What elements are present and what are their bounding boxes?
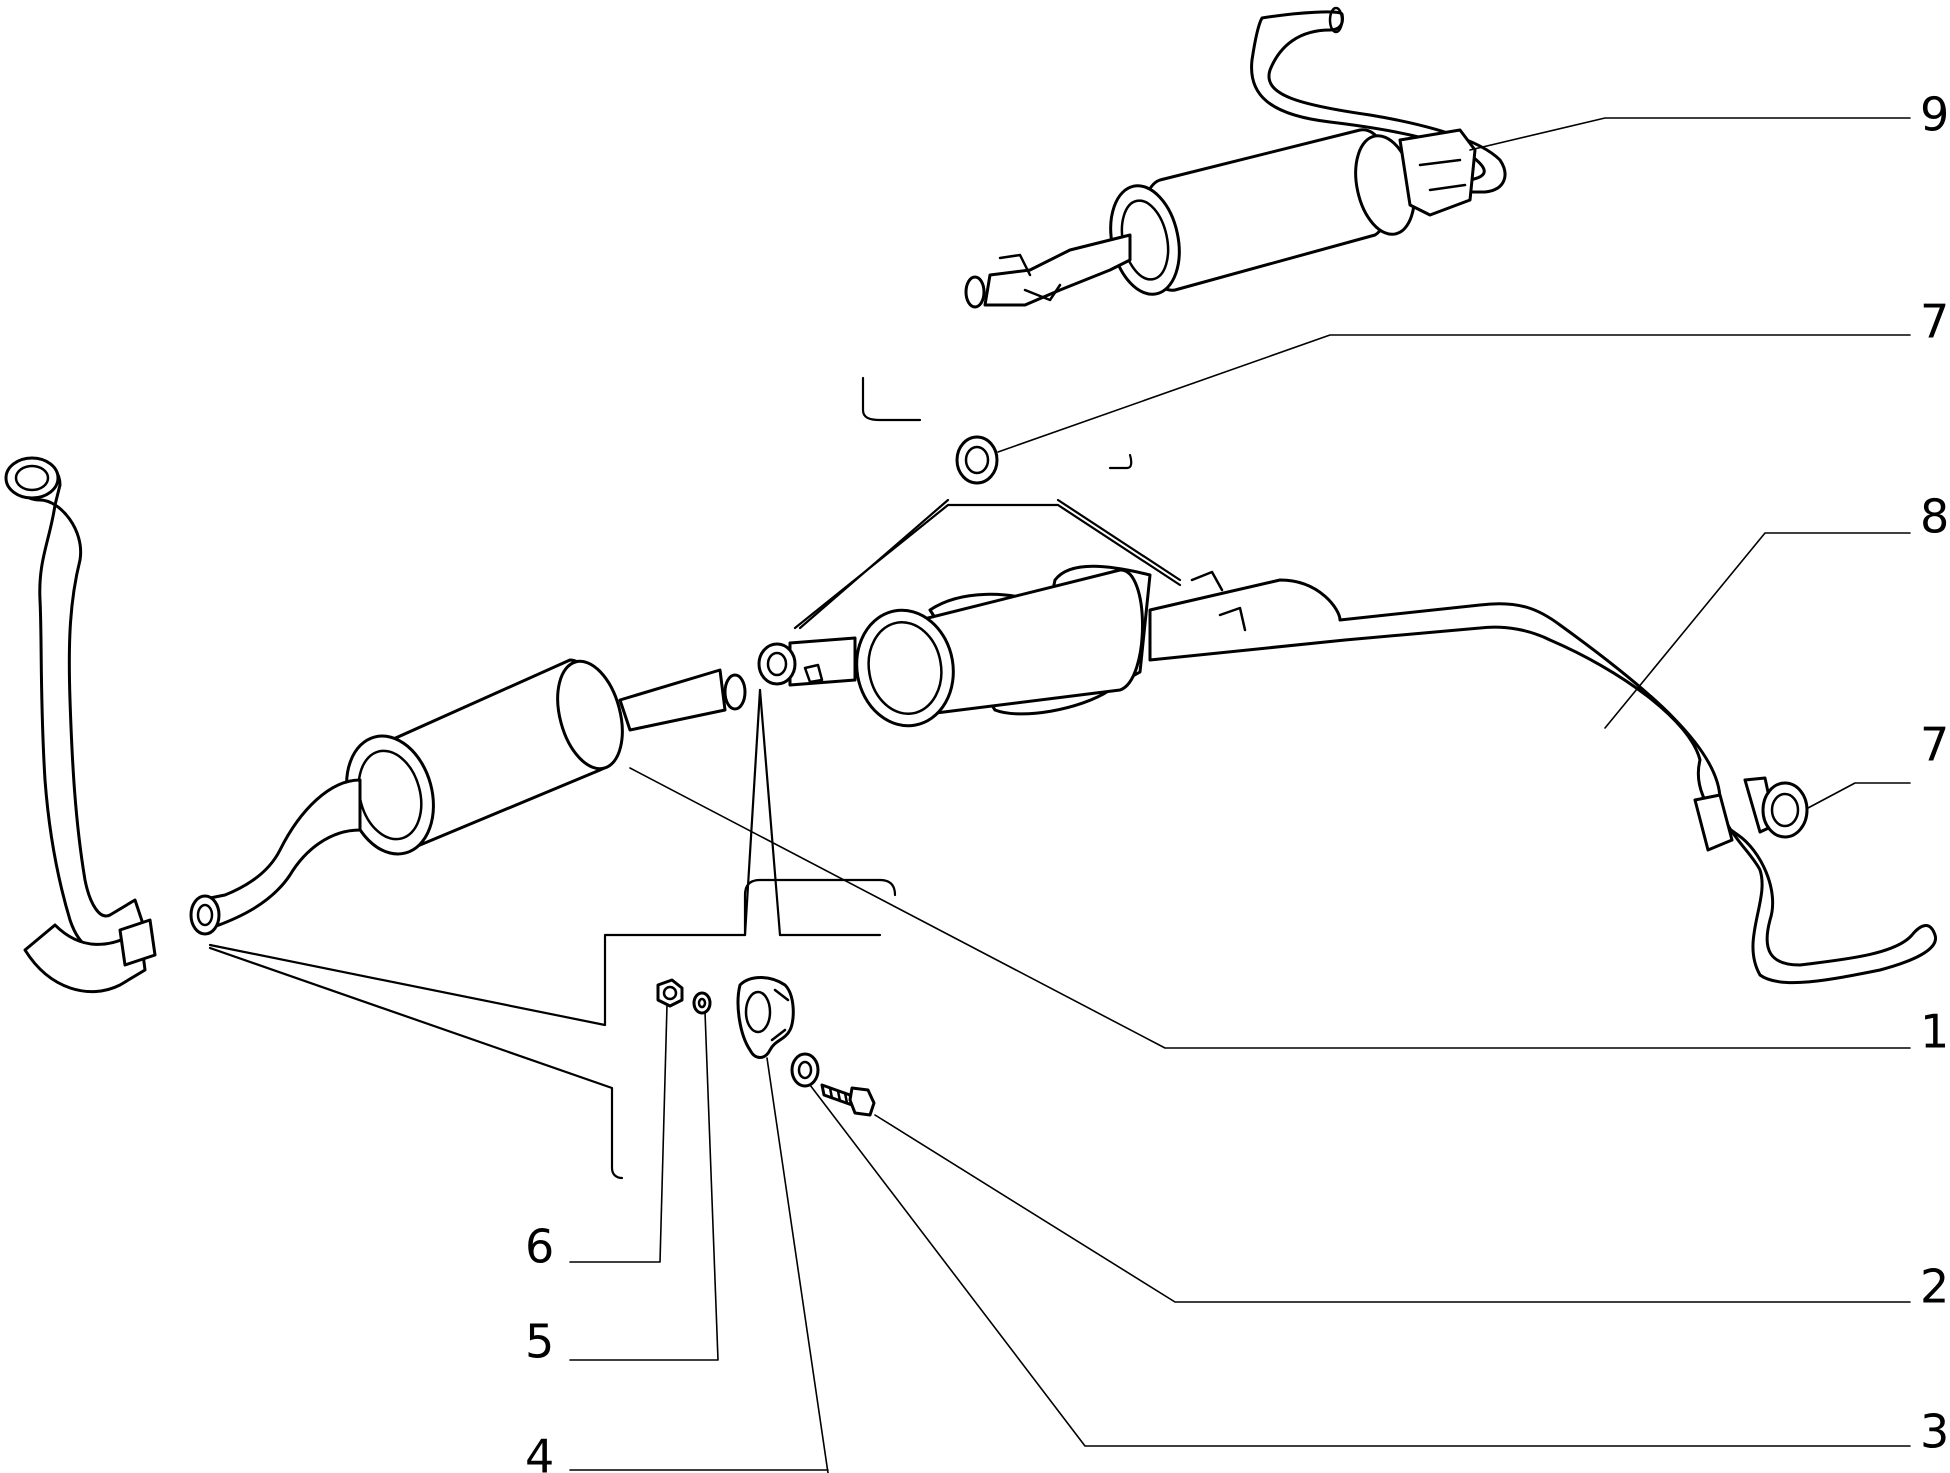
- leader-2: [874, 1114, 1911, 1303]
- leader-lines: [569, 117, 1911, 1473]
- front-downpipe: [4, 456, 157, 993]
- callout-2: 2: [1920, 1260, 1949, 1314]
- part-4-clamp: [736, 976, 795, 1059]
- leader-6: [569, 1004, 668, 1263]
- leader-5: [569, 1011, 719, 1361]
- part-5-washer: [692, 991, 712, 1015]
- leader-8: [1604, 532, 1911, 729]
- lower-left-bracket: [208, 688, 897, 1180]
- part-6-nut: [656, 978, 684, 1008]
- callout-6: 6: [525, 1220, 554, 1274]
- leader-3: [809, 1084, 1911, 1447]
- callout-9: 9: [1920, 88, 1949, 142]
- leader-9: [1469, 117, 1911, 151]
- upper-gasket-bracket: [793, 376, 1182, 630]
- leader-4: [766, 1057, 829, 1473]
- callout-8: 8: [1920, 490, 1949, 544]
- callout-7-right: 7: [1920, 718, 1949, 772]
- part-7-upper-gasket-ring: [955, 435, 999, 485]
- part-9-rear-silencer: [964, 6, 1507, 309]
- leader-1: [629, 767, 1911, 1049]
- callout-3: 3: [1920, 1405, 1949, 1459]
- leader-7-right: [1807, 782, 1911, 809]
- part-2-bolt: [820, 1083, 876, 1117]
- callout-5: 5: [525, 1315, 554, 1369]
- callout-labels: 9 7 8 7 1 2 3 4 5 6: [525, 88, 1949, 1473]
- callout-4: 4: [525, 1430, 554, 1473]
- part-1-front-silencer: [189, 658, 747, 936]
- leader-7-upper: [997, 334, 1911, 453]
- part-7-right-gasket-ring: [1761, 781, 1809, 839]
- part-8-intermediate-pipe: [757, 564, 1937, 985]
- callout-1: 1: [1920, 1005, 1949, 1059]
- callout-7-upper: 7: [1920, 295, 1949, 349]
- part-3-washer: [790, 1052, 820, 1088]
